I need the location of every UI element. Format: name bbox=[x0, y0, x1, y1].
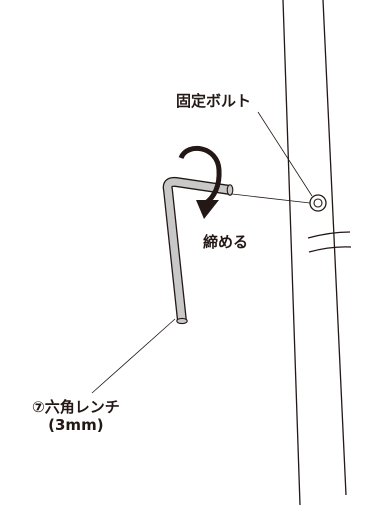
rotation-arrow-icon bbox=[178, 146, 222, 219]
wrench-name: ⑦六角レンチ bbox=[32, 398, 120, 416]
wrench-leader-line bbox=[91, 318, 176, 394]
hex-wrench bbox=[162, 176, 234, 325]
bolt-leader-line bbox=[257, 111, 313, 197]
insertion-guide-line bbox=[231, 193, 311, 204]
bolt-label: 固定ボルト bbox=[176, 92, 252, 110]
fixing-bolt bbox=[309, 194, 327, 212]
wrench-label: ⑦六角レンチ (3mm) bbox=[32, 398, 120, 434]
frame-tube bbox=[282, 0, 352, 506]
tighten-label: 締める bbox=[203, 233, 249, 251]
wrench-size: (3mm) bbox=[48, 416, 104, 434]
